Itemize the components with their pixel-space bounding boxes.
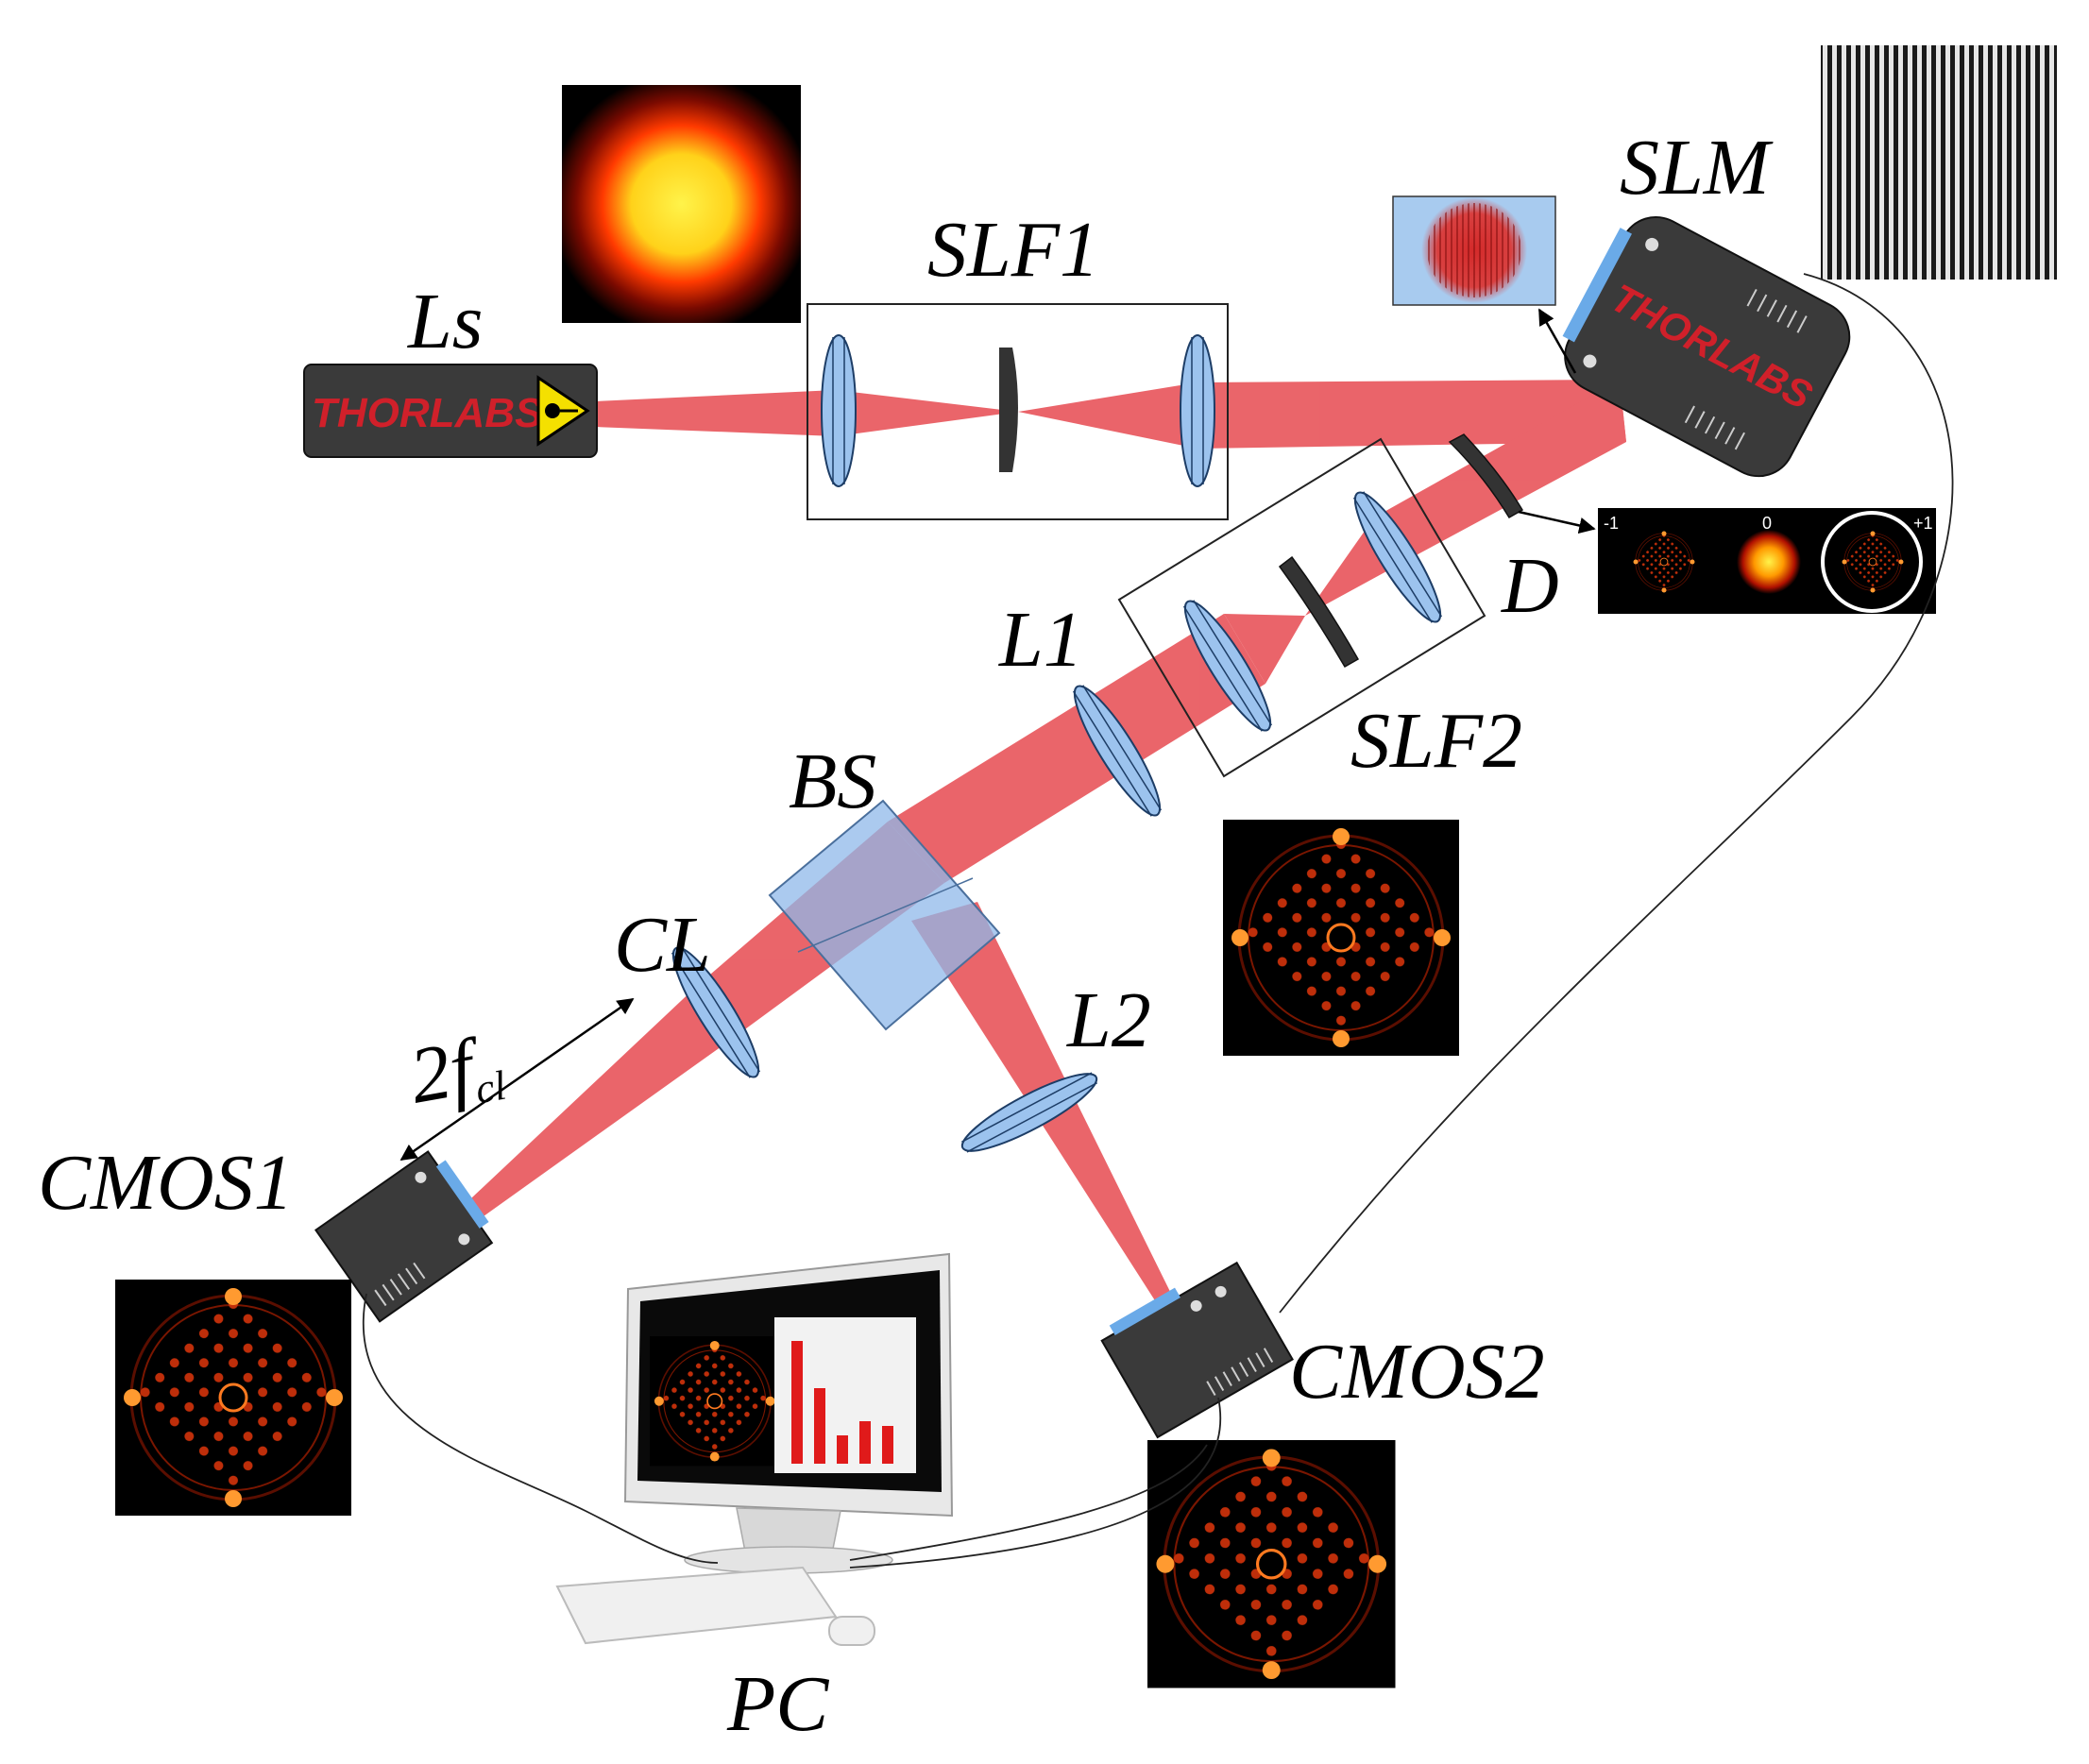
- camera-cmos1-label: CMOS1: [38, 1139, 294, 1227]
- spatial-light-modulator: THORLABS: [1562, 215, 1851, 478]
- spatial-filter-1: [807, 303, 1229, 520]
- pc-screen-histogram: [774, 1317, 916, 1473]
- camera-cmos2-label: CMOS2: [1289, 1328, 1545, 1416]
- computer-label: PC: [726, 1660, 829, 1748]
- laser-source: THORLABS: [303, 364, 598, 458]
- diaphragm: [1448, 433, 1524, 519]
- cable-cmos2-to-pc-b: [849, 1397, 1222, 1569]
- reconstructed-pattern-image: [1221, 818, 1461, 1058]
- focal-distance-arrow: [399, 997, 635, 1162]
- laser-warning-icon: [536, 375, 590, 447]
- slf1-pinhole: [999, 348, 1018, 472]
- cables: [363, 273, 1954, 1569]
- focal-distance-label: 2fcl: [403, 1018, 509, 1123]
- input-beam-profile-image: [562, 85, 801, 323]
- order-plus-one: +1: [1913, 514, 1933, 533]
- spatial-filter-2: [1117, 437, 1486, 778]
- slf1-label: SLF1: [927, 206, 1099, 294]
- computer: [555, 1252, 954, 1646]
- diffraction-inset-arrow: [1518, 510, 1596, 534]
- beam-splitter: [768, 799, 1001, 1031]
- keyboard: [555, 1566, 838, 1645]
- cable-cmos2-to-pc: [849, 1444, 1208, 1561]
- beam-expand-slf2: [1224, 614, 1305, 684]
- slm-inset-arrow: [1537, 308, 1577, 374]
- diaphragm-label: D: [1501, 542, 1559, 630]
- lens-l2-label: L2: [1066, 976, 1151, 1064]
- camera-cmos2: [1100, 1261, 1294, 1439]
- slf1-lens-a: [821, 334, 857, 487]
- cmos2-intensity-image: [1146, 1438, 1398, 1690]
- beam-focus-slf1: [836, 390, 1018, 436]
- cable-slm-to-cmos2: [1279, 273, 1954, 1314]
- beam-cl-to-cmos1: [440, 986, 735, 1245]
- cmos1-intensity-image: [113, 1278, 353, 1518]
- laser-brand-logo: THORLABS: [312, 390, 542, 436]
- lens-l1-label: L1: [998, 596, 1083, 684]
- diffraction-orders-image: -1 0 +1: [1598, 508, 1936, 614]
- laser-label: Ls: [407, 278, 483, 365]
- cable-cmos1-to-pc: [363, 1293, 719, 1564]
- camera-cmos1: [314, 1150, 494, 1323]
- order-minus-one: -1: [1604, 514, 1619, 533]
- slm-hologram-image: [1821, 45, 2057, 280]
- slf2-label: SLF2: [1350, 697, 1522, 785]
- beam-slm-to-slf2: [1374, 380, 1626, 559]
- beam-splitter-label: BS: [789, 738, 876, 825]
- slf1-lens-b: [1180, 334, 1215, 487]
- beam-to-beamsplitter: [888, 614, 1265, 883]
- order-zero: 0: [1762, 514, 1772, 533]
- mouse: [828, 1616, 875, 1646]
- cylindrical-lens-label: CL: [614, 901, 711, 989]
- beam-slf1-to-slm: [1197, 380, 1626, 449]
- slm-screen: [1562, 228, 1632, 343]
- slm-label: SLM: [1620, 124, 1774, 212]
- slf2-pinhole: [1278, 555, 1360, 669]
- beam-laser-to-slf1: [595, 390, 836, 436]
- slm-beam-inset: [1392, 195, 1556, 306]
- beam-expand-slf1: [1018, 382, 1197, 449]
- pc-screen-pattern: [649, 1335, 781, 1467]
